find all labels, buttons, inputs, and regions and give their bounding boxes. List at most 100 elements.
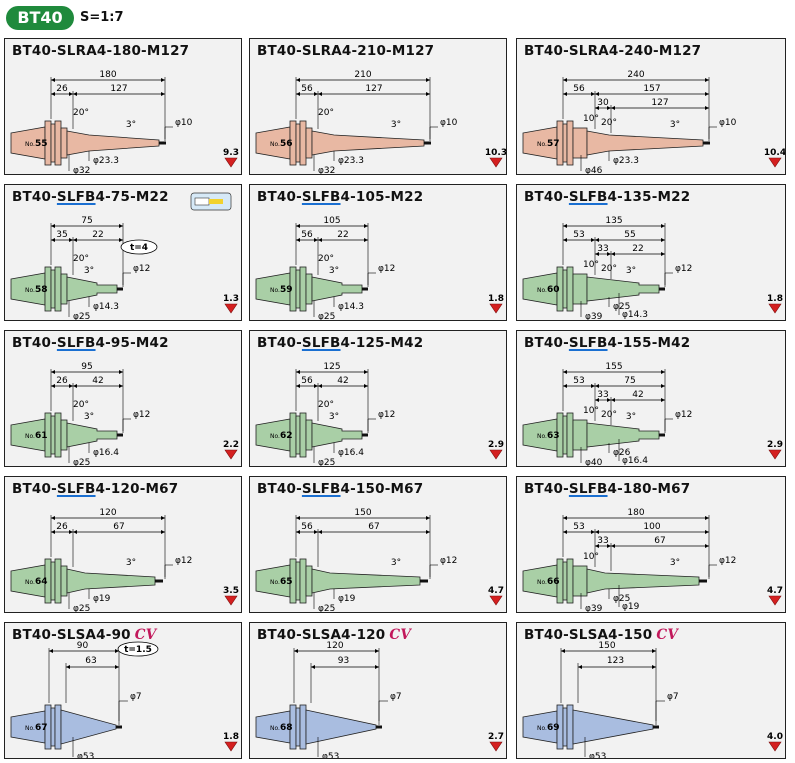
flange-groove xyxy=(562,123,568,163)
series-code: SLFB xyxy=(301,189,341,205)
flange-groove xyxy=(50,707,56,747)
dim-angle: 10° xyxy=(583,260,599,270)
weight-value: 2.9 xyxy=(767,440,783,450)
item-number-prefix: No. xyxy=(270,433,280,440)
down-arrow-icon xyxy=(768,595,782,606)
flange-groove xyxy=(50,561,56,601)
dim-tip-dia: φ7 xyxy=(667,692,679,702)
series-code: SLFB xyxy=(301,481,341,497)
item-number-value: 67 xyxy=(35,723,48,733)
dim-tip-dia: φ12 xyxy=(133,410,150,420)
dim-total: 180 xyxy=(99,70,116,80)
dim-dia-a: φ39 xyxy=(585,604,603,613)
dim-taper: 3° xyxy=(670,120,680,130)
dim-taper: 3° xyxy=(626,412,636,422)
dim-total: 125 xyxy=(323,362,340,372)
dim-length-2: 127 xyxy=(110,84,127,94)
item-number-value: 55 xyxy=(35,139,48,149)
dim-total: 155 xyxy=(605,362,622,372)
dim-angle-2: 20° xyxy=(601,410,617,420)
weight-value: 4.7 xyxy=(488,586,504,596)
dim-length-3: 33 xyxy=(597,536,608,546)
body xyxy=(586,422,660,448)
dim-length-3: 30 xyxy=(597,98,609,108)
dim-dia-b: φ14.3 xyxy=(338,302,364,312)
dim-total: 95 xyxy=(81,362,92,372)
flange-groove xyxy=(295,707,301,747)
down-arrow-icon xyxy=(768,157,782,168)
flange-groove xyxy=(295,123,301,163)
dim-tip-dia: φ12 xyxy=(378,410,395,420)
flange xyxy=(54,558,62,604)
cone-body xyxy=(60,709,117,745)
thickness-note-frame xyxy=(117,641,159,657)
dim-total: 90 xyxy=(77,641,89,651)
series-code: SLFB xyxy=(568,481,608,497)
dim-tip-dia: φ12 xyxy=(719,556,736,566)
dim-length-1: 56 xyxy=(573,84,585,94)
weight-value: 1.8 xyxy=(488,294,504,304)
item-number-prefix: No. xyxy=(537,141,547,148)
dim-length-2: 127 xyxy=(365,84,382,94)
dim-dia-b: φ14.3 xyxy=(93,302,119,312)
tool-tip xyxy=(155,579,163,583)
dim-length-2: 157 xyxy=(643,84,660,94)
flange-groove xyxy=(295,415,301,455)
collar xyxy=(572,419,588,451)
dim-taper: 3° xyxy=(670,558,680,568)
series-code: SLFB xyxy=(568,189,608,205)
dim-length-1: 53 xyxy=(573,230,584,240)
dim-angle-2: 20° xyxy=(601,264,617,274)
dim-total: 120 xyxy=(99,508,116,518)
dim-length-4: 67 xyxy=(654,536,665,546)
thickness-note: t=4 xyxy=(130,243,148,253)
item-number-prefix: No. xyxy=(270,141,280,148)
dim-total: 210 xyxy=(354,70,371,80)
item-number-prefix: No. xyxy=(25,579,35,586)
dim-total: 150 xyxy=(598,641,615,651)
dim-length-2: 100 xyxy=(643,522,660,532)
tool-tip xyxy=(703,141,710,145)
item-number: No.61 xyxy=(25,431,48,441)
dim-taper: 3° xyxy=(626,266,636,276)
dim-angle: 20° xyxy=(318,108,334,118)
tool-tip xyxy=(653,725,659,729)
item-number-value: 64 xyxy=(35,577,48,587)
dim-dia-a: φ25 xyxy=(73,458,90,467)
dim-dia-c: φ14.3 xyxy=(622,310,648,320)
down-arrow-icon xyxy=(489,449,503,460)
series-code: SLFB xyxy=(301,335,341,351)
collar xyxy=(305,565,313,597)
weight-value: 2.2 xyxy=(223,440,239,450)
tool-title: BT40-SLFB4-135-M22 xyxy=(524,189,690,205)
tool-title: BT40-SLFB4-105-M22 xyxy=(257,189,423,205)
dim-dia-b: φ25 xyxy=(613,594,630,604)
tool-title-text: BT40-SLFB4-150-M67 xyxy=(257,481,424,497)
item-number-value: 59 xyxy=(280,285,293,295)
item-number-prefix: No. xyxy=(270,725,280,732)
tool-tip xyxy=(159,141,166,145)
dim-tip-dia: φ10 xyxy=(175,118,193,128)
flange-groove xyxy=(295,561,301,601)
dim-length-4: 22 xyxy=(632,244,643,254)
flange xyxy=(299,412,307,458)
thickness-note-frame xyxy=(120,239,158,255)
dim-dia-b: φ23.3 xyxy=(93,156,119,166)
down-arrow-icon xyxy=(224,157,238,168)
dim-total: 150 xyxy=(354,508,371,518)
tool-title: BT40-SLRA4-180-M127 xyxy=(12,43,189,59)
dim-length-1: 26 xyxy=(56,376,68,386)
dim-length: 93 xyxy=(338,656,349,666)
weight-value: 1.8 xyxy=(223,732,239,742)
collar xyxy=(60,273,68,305)
dim-length-1: 26 xyxy=(56,84,68,94)
dim-length-1: 56 xyxy=(301,230,313,240)
